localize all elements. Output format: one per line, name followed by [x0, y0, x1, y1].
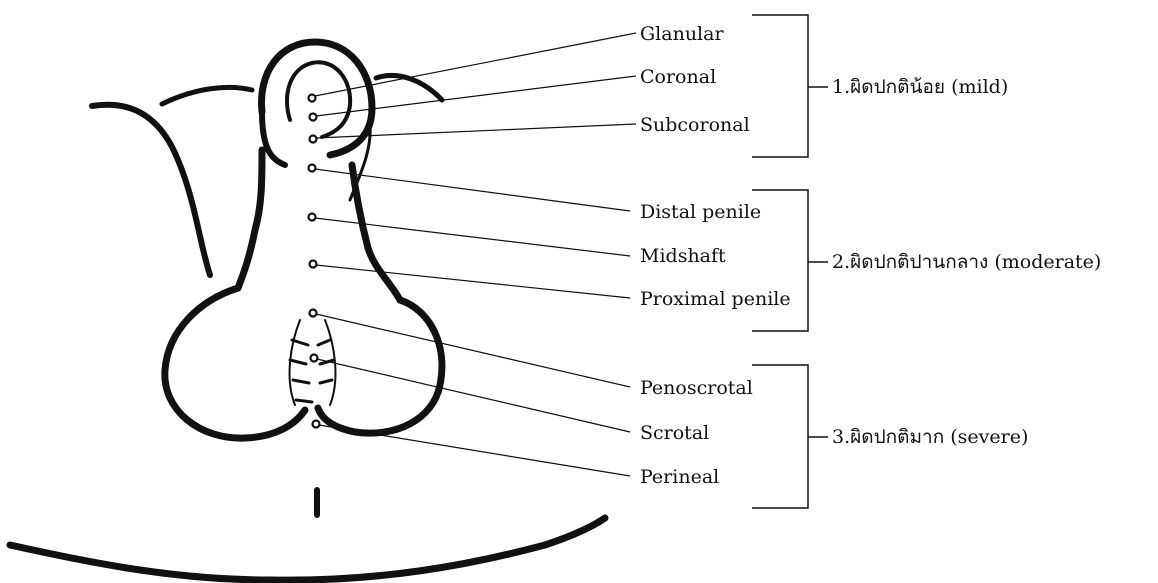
marker-subcoronal	[310, 136, 317, 143]
marker-glanular	[309, 95, 316, 102]
marker-proximal-penile	[310, 261, 317, 268]
leader-scrotal	[317, 359, 630, 432]
group-label-moderate: 2.ผิดปกติปานกลาง (moderate)	[832, 251, 1101, 273]
marker-penoscrotal	[310, 310, 317, 317]
label-coronal: Coronal	[640, 66, 716, 88]
scrotal-folds	[290, 340, 334, 402]
leader-perineal	[319, 425, 630, 476]
buttock-curve	[10, 518, 605, 580]
marker-scrotal	[311, 355, 318, 362]
label-midshaft: Midshaft	[640, 245, 726, 267]
left-thigh-outline	[92, 105, 210, 275]
shaft-left-outline	[238, 150, 262, 288]
label-distal-penile: Distal penile	[640, 201, 761, 223]
label-subcoronal: Subcoronal	[640, 114, 750, 136]
label-perineal: Perineal	[640, 466, 719, 488]
marker-midshaft	[309, 214, 316, 221]
severity-brackets	[752, 15, 828, 508]
scrotum-right-lobe	[318, 300, 442, 433]
right-groin-line	[376, 75, 442, 100]
marker-coronal	[310, 114, 317, 121]
site-label-group: Glanular Coronal Subcoronal Distal penil…	[640, 23, 791, 488]
leader-penoscrotal	[316, 314, 630, 387]
marker-distal-penile	[309, 165, 316, 172]
site-markers	[309, 95, 320, 428]
label-penoscrotal: Penoscrotal	[640, 377, 753, 399]
bracket-mild	[752, 15, 808, 157]
left-groin-line	[162, 87, 252, 104]
shaft-right-outline	[352, 165, 400, 300]
leader-distal-penile	[315, 169, 630, 211]
scrotum-left-lobe	[165, 288, 305, 438]
group-label-mild: 1.ผิดปกติน้อย (mild)	[832, 76, 1008, 98]
anatomy-illustration	[10, 42, 605, 580]
leader-coronal	[316, 76, 636, 116]
leader-lines	[315, 33, 636, 476]
severity-label-group: 1.ผิดปกติน้อย (mild) 2.ผิดปกติปานกลาง (m…	[832, 76, 1101, 448]
label-scrotal: Scrotal	[640, 422, 709, 444]
glans-inner-contour	[287, 62, 350, 137]
group-label-severe: 3.ผิดปกติมาก (severe)	[832, 426, 1028, 448]
bracket-severe	[752, 365, 808, 508]
label-proximal-penile: Proximal penile	[640, 288, 791, 310]
marker-perineal	[313, 421, 320, 428]
leader-proximal-penile	[316, 265, 630, 298]
label-glanular: Glanular	[640, 23, 724, 45]
